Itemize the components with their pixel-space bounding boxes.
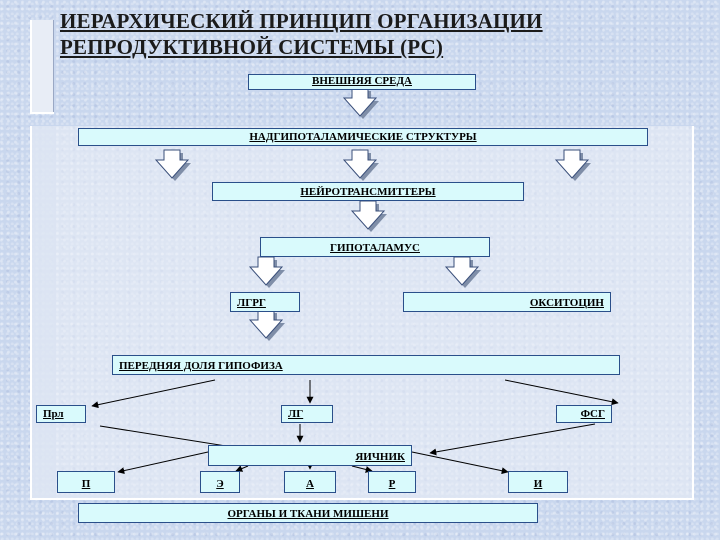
node-estrogens-e: Э [200, 471, 240, 493]
node-lhrh: ЛГРГ [230, 292, 300, 312]
block-arrow-supra-center [343, 149, 380, 182]
block-arrow-hypo-to-oxytocin [445, 256, 482, 289]
arrow-ovary-to-p [117, 451, 209, 475]
block-arrow-lhrh-to-pituitary [249, 309, 286, 342]
node-relaxin-r: Р [368, 471, 416, 493]
node-target-organs: ОРГАНЫ И ТКАНИ МИШЕНИ [78, 503, 538, 523]
node-external-environment: ВНЕШНЯЯ СРЕДА [248, 74, 476, 90]
node-hypothalamus: ГИПОТАЛАМУС [260, 237, 490, 257]
page-title: ИЕРАРХИЧЕСКИЙ ПРИНЦИП ОРГАНИЗАЦИИ РЕПРОД… [60, 8, 700, 60]
node-fsh: ФСГ [556, 405, 612, 423]
node-inhibin-i: И [508, 471, 568, 493]
arrow-fsh-to-ovary [429, 423, 596, 456]
arrow-pituitary-to-fsh [504, 379, 619, 406]
node-progesterone-p: П [57, 471, 115, 493]
title-line-2: РЕПРОДУКТИВНОЙ СИСТЕМЫ (РС) [60, 35, 444, 59]
node-anterior-pituitary: ПЕРЕДНЯЯ ДОЛЯ ГИПОФИЗА [112, 355, 620, 375]
block-arrow-external-to-supra [343, 87, 380, 120]
block-arrow-supra-right [555, 149, 592, 182]
node-ovary: ЯИЧНИК [208, 445, 412, 466]
node-prolactin: Прл [36, 405, 86, 423]
block-arrow-neuro-to-hypo [351, 200, 388, 233]
node-lh: ЛГ [281, 405, 333, 423]
title-line-1: ИЕРАРХИЧЕСКИЙ ПРИНЦИП ОРГАНИЗАЦИИ [60, 9, 543, 33]
title-frame-decoration [30, 20, 54, 114]
block-arrow-supra-left [155, 149, 192, 182]
arrow-pituitary-to-prl [91, 379, 216, 409]
node-neurotransmitters: НЕЙРОТРАНСМИТТЕРЫ [212, 182, 524, 201]
node-oxytocin: ОКСИТОЦИН [403, 292, 611, 312]
arrow-ovary-to-i [411, 451, 509, 475]
node-androgens-a: А [284, 471, 336, 493]
arrow-ovary-to-e [235, 465, 249, 472]
arrow-ovary-to-r [351, 465, 373, 473]
node-suprahypothalamic-structures: НАДГИПОТАЛАМИЧЕСКИЕ СТРУКТУРЫ [78, 128, 648, 146]
block-arrow-hypo-to-lhrh [249, 256, 286, 289]
panel-stripe-decoration [32, 126, 56, 498]
